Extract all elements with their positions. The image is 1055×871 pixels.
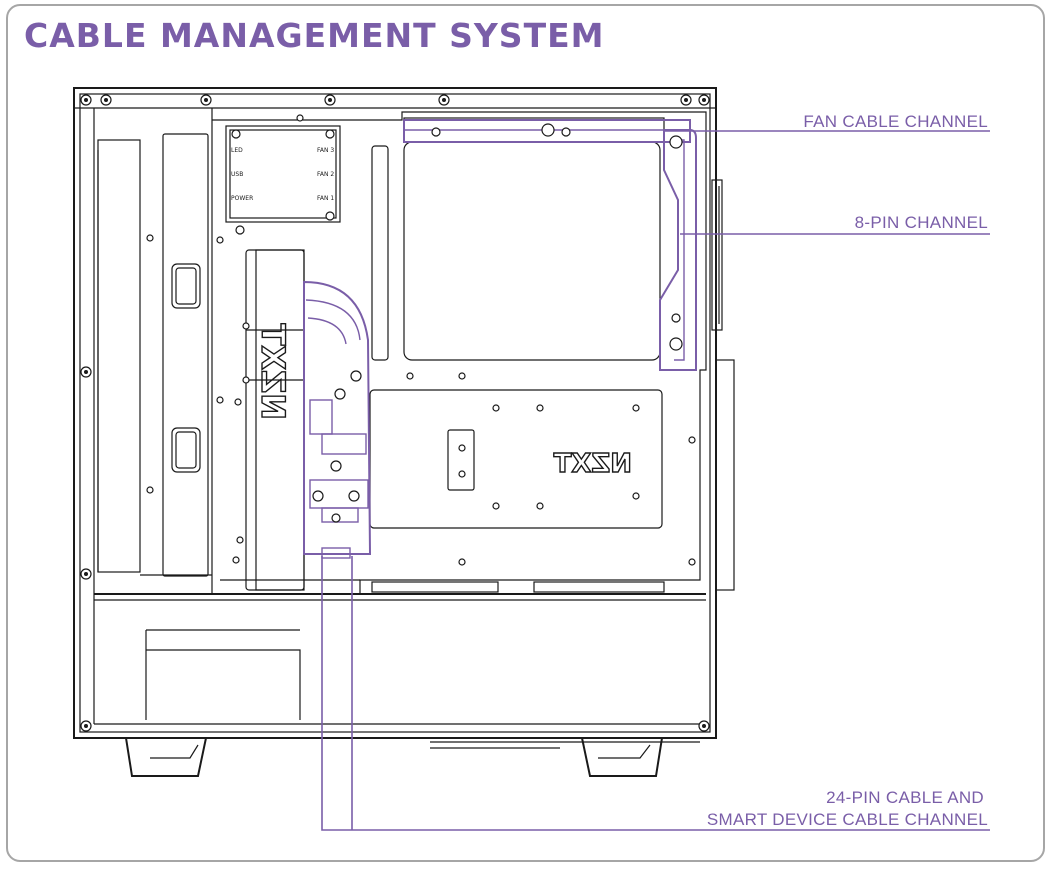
drive-bay-logo: NZXT — [253, 323, 292, 421]
callout-24pin-line1: 24-PIN CABLE AND — [826, 788, 984, 807]
controller-label-power: POWER — [231, 195, 253, 202]
case-body — [73, 87, 735, 777]
figure-frame — [6, 4, 1045, 862]
callout-fan-cable-channel: FAN CABLE CHANNEL — [803, 112, 988, 131]
fan-cable-channel-shape — [403, 119, 691, 143]
controller-label-led: LED — [231, 147, 243, 154]
mounting-holes — [80, 94, 710, 732]
controller-label-fan2: FAN 2 — [317, 171, 334, 178]
eight-pin-channel-shape — [659, 129, 697, 371]
twentyfour-pin-channel-shape — [303, 280, 372, 559]
drive-bay-logo-text: NZXT — [254, 323, 292, 420]
callout-leaders — [321, 130, 990, 831]
controller-label-fan1: FAN 1 — [317, 195, 334, 202]
controller-label-usb: USB — [231, 171, 243, 178]
figure-title: CABLE MANAGEMENT SYSTEM — [24, 16, 605, 55]
tray-logo: NZXT — [553, 448, 633, 479]
motherboard-tray — [171, 108, 707, 594]
tray-logo-text: NZXT — [553, 449, 632, 479]
controller-label-fan3: FAN 3 — [317, 147, 334, 154]
callout-24pin-line2: SMART DEVICE CABLE CHANNEL — [706, 810, 988, 829]
callout-eight-pin-channel: 8-PIN CHANNEL — [854, 213, 988, 232]
smart-device-controller: LED USB POWER FAN 3 FAN 2 FAN 1 — [225, 125, 341, 235]
